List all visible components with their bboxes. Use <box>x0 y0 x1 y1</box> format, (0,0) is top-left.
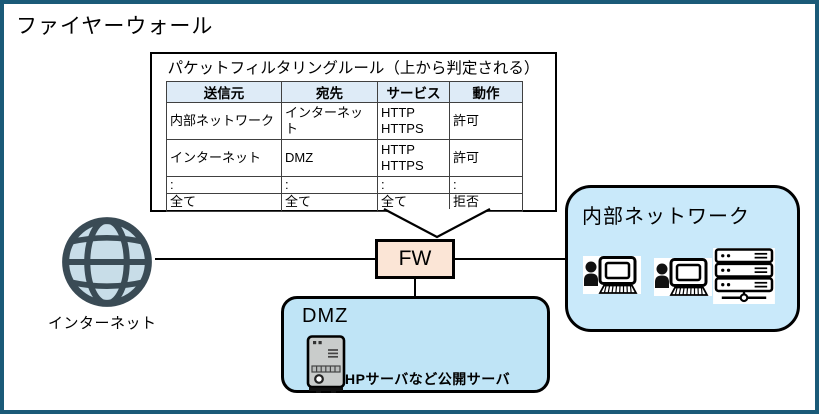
server-tower-icon <box>306 335 346 393</box>
internet-node <box>60 215 154 309</box>
firewall-node: FW <box>375 239 455 279</box>
server-rack-icon <box>713 248 775 304</box>
column-header: 送信元 <box>166 81 282 103</box>
table-cell: 許可 <box>449 139 523 177</box>
dmz-label: DMZ <box>302 305 349 327</box>
column-header: 動作 <box>449 81 523 103</box>
table-cell: : <box>449 175 523 195</box>
table-cell: : <box>281 175 378 195</box>
packet-filter-rules-panel: パケットフィルタリングルール（上から判定される） 送信元宛先サービス動作 内部ネ… <box>150 52 557 212</box>
table-cell: 全て <box>166 193 282 212</box>
table-cell: : <box>166 175 282 195</box>
dmz-zone: DMZ HPサーバなど公開サーバ <box>281 296 550 393</box>
table-row: :::: <box>166 175 523 195</box>
table-cell: 全て <box>281 193 378 212</box>
column-header: サービス <box>377 81 450 103</box>
table-cell: DMZ <box>281 139 378 177</box>
table-cell: HTTP HTTPS <box>377 139 450 177</box>
globe-icon <box>62 217 152 307</box>
table-cell: HTTP HTTPS <box>377 102 450 140</box>
page-title: ファイヤーウォール <box>16 15 214 38</box>
table-cell: 内部ネットワーク <box>166 102 282 140</box>
internet-label: インターネット <box>48 315 157 332</box>
table-cell: : <box>377 175 450 195</box>
column-header: 宛先 <box>281 81 378 103</box>
table-cell: 拒否 <box>449 193 523 212</box>
table-cell: インターネット <box>166 139 282 177</box>
internal-network-zone: 内部ネットワーク <box>565 185 800 332</box>
table-cell: 全て <box>377 193 450 212</box>
rules-panel-title: パケットフィルタリングルール（上から判定される） <box>167 60 540 77</box>
dmz-caption: HPサーバなど公開サーバ <box>345 371 511 387</box>
table-cell: 許可 <box>449 102 523 140</box>
firewall-label: FW <box>398 247 432 270</box>
table-row: 全て全て全て拒否 <box>166 193 523 212</box>
table-cell: インターネット <box>281 102 378 140</box>
user-computer-icon <box>654 258 712 296</box>
internal-network-label: 内部ネットワーク <box>582 206 750 228</box>
table-header-row: 送信元宛先サービス動作 <box>166 81 523 103</box>
user-computer-icon <box>583 256 641 294</box>
